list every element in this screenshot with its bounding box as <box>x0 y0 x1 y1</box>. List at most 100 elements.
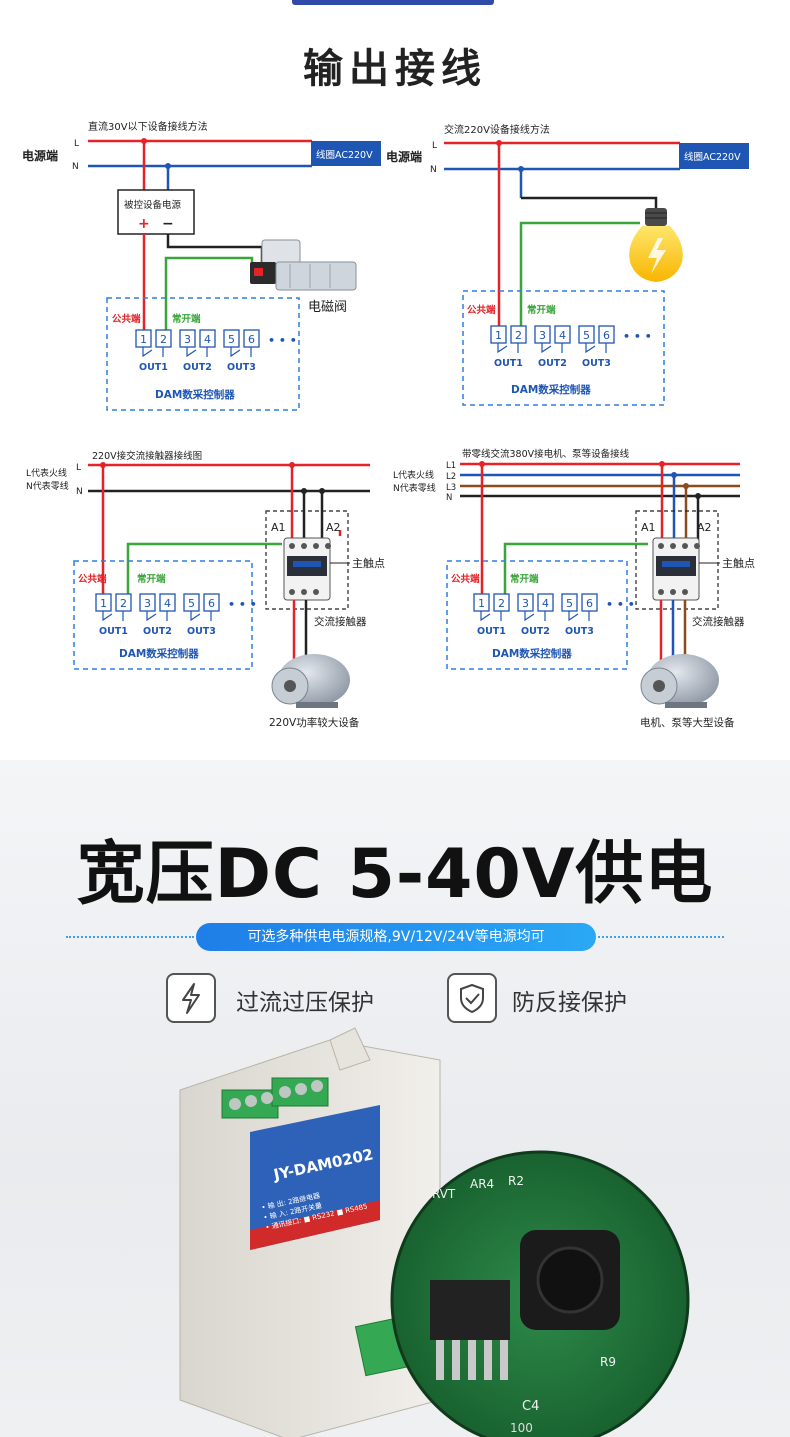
device-label: 220V功率较大设备 <box>269 716 360 729</box>
contactor-label: 交流接触器 <box>692 615 745 628</box>
wire-green <box>126 542 282 602</box>
wire-green <box>503 542 648 602</box>
junction-dot <box>671 472 677 478</box>
ellipsis: • • • <box>268 334 297 347</box>
controller-box <box>106 297 300 411</box>
power-label: 电源端 <box>22 148 58 163</box>
no-label: 常开端 <box>527 304 556 316</box>
relay-switch-symbol <box>568 611 590 622</box>
motor-icon <box>271 654 350 708</box>
coil-box <box>679 143 749 169</box>
power-title: 宽压DC 5-40V供电 <box>76 835 714 914</box>
no-label: 常开端 <box>172 313 201 325</box>
terminal-number: 3 <box>144 597 151 610</box>
dotted-divider <box>598 936 724 938</box>
output-label: OUT1 <box>139 362 168 373</box>
controller-box <box>462 290 665 406</box>
output-label: OUT2 <box>183 362 212 373</box>
diagram-title: 带零线交流380V接电机、泵等设备接线 <box>462 448 630 460</box>
a2-label: A2 <box>697 521 712 534</box>
device-label: 电机、泵等大型设备 <box>640 716 735 729</box>
output-label: OUT2 <box>143 626 172 637</box>
light-bulb-icon <box>629 208 683 282</box>
l-line-caption: L代表火线 <box>26 467 67 479</box>
contactor-icon <box>283 537 331 601</box>
terminal-number: 1 <box>100 597 107 610</box>
a1-label: A1 <box>271 521 286 534</box>
regulator-chip-icon <box>430 1280 510 1380</box>
ellipsis: • • • <box>623 330 652 343</box>
minus-label: − <box>162 216 174 232</box>
terminal-number: 2 <box>160 333 167 346</box>
coil-box <box>311 141 381 166</box>
controller-label: DAM数采控制器 <box>155 388 235 401</box>
terminal-number: 5 <box>188 597 195 610</box>
common-label: 公共端 <box>451 573 480 585</box>
output-label: OUT3 <box>227 362 256 373</box>
n-line-caption: N代表零线 <box>393 482 436 494</box>
line-n-label: N <box>430 165 437 175</box>
lightning-icon <box>166 973 216 1023</box>
relay-switch-symbol <box>541 343 563 354</box>
output-label: OUT1 <box>477 626 506 637</box>
top-terminal-block <box>221 1077 329 1119</box>
relay-switch-symbol <box>142 347 164 358</box>
line-l3-label: L3 <box>446 483 456 493</box>
terminal-number: 6 <box>248 333 255 346</box>
terminal-number: 5 <box>566 597 573 610</box>
line-l1-label: L1 <box>446 461 456 471</box>
terminal-number: 4 <box>164 597 171 610</box>
coil-label: 线圈AC220V <box>684 151 741 163</box>
feature-label: 防反接保护 <box>512 990 627 1016</box>
contactor-icon <box>652 537 700 601</box>
line-l-label: L <box>432 141 437 151</box>
relay-switch-symbol <box>146 611 168 622</box>
relay-switch-symbol <box>102 611 124 622</box>
power-subtitle: 可选多种供电电源规格,9V/12V/24V等电源均可 <box>196 923 596 951</box>
pcb-label: R2 <box>508 1174 524 1188</box>
motor-icon <box>640 654 719 708</box>
contactor-outline <box>635 510 719 610</box>
terminal-number: 6 <box>603 329 610 342</box>
line-l-label: L <box>74 139 79 149</box>
product-illustration: JY-DAM0202 • 输 出: 2路继电器 • 输 入: 2路开关量 • 通… <box>179 1027 690 1437</box>
n-line-caption: N代表零线 <box>26 480 69 492</box>
plus-label: + <box>138 216 150 232</box>
output-label: OUT2 <box>521 626 550 637</box>
section-title: 输出接线 <box>303 46 487 92</box>
relay-switch-symbol <box>230 347 252 358</box>
terminal-number: 2 <box>120 597 127 610</box>
junction-dot <box>695 493 701 499</box>
diagram-contactor-220v: 220V接交流接触器接线图 L代表火线 N代表零线 L N A1 A2 <box>26 450 385 729</box>
a2-label: A2 <box>326 521 341 534</box>
wiring-diagrams: 直流30V以下设备接线方法 电源端 L N 线圈AC220V 被控设备电源 + … <box>22 120 755 729</box>
terminal-number: 2 <box>515 329 522 342</box>
terminal-number: 5 <box>583 329 590 342</box>
pcb-label: RVT <box>432 1187 456 1201</box>
terminal-number: 1 <box>495 329 502 342</box>
output-label: OUT3 <box>582 358 611 369</box>
controller-box <box>446 560 628 670</box>
inductor-icon <box>520 1230 620 1330</box>
diagram-title: 220V接交流接触器接线图 <box>92 450 202 462</box>
main-contact-label: 主触点 <box>352 556 385 570</box>
terminal-number: 5 <box>228 333 235 346</box>
relay-switch-symbol <box>524 611 546 622</box>
controlled-device-box <box>117 189 195 235</box>
dotted-divider <box>66 936 194 938</box>
valve-label: 电磁阀 <box>308 300 347 315</box>
terminal-number: 6 <box>208 597 215 610</box>
shield-check-icon <box>447 973 497 1023</box>
wire-green <box>519 221 640 336</box>
controlled-device-label: 被控设备电源 <box>124 199 182 211</box>
terminal-number: 1 <box>140 333 147 346</box>
common-label: 公共端 <box>112 313 141 325</box>
a1-label: A1 <box>641 521 656 534</box>
diagram-ac380v: 带零线交流380V接电机、泵等设备接线 L代表火线 N代表零线 L1 L2 L3… <box>393 448 755 729</box>
controller-label: DAM数采控制器 <box>119 647 199 660</box>
output-label: OUT1 <box>494 358 523 369</box>
junction-dot <box>301 488 307 494</box>
line-n-label: N <box>76 487 83 497</box>
